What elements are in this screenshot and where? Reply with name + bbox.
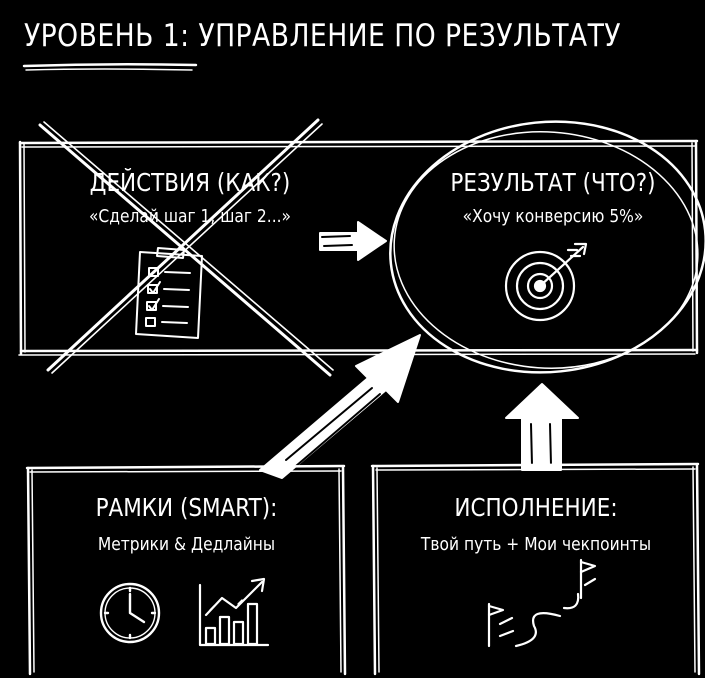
result-subtext: «Хочу конверсию 5%» [462, 206, 644, 227]
arrow-right-icon [319, 221, 387, 261]
title-underline [22, 62, 198, 71]
growth-chart-icon [198, 577, 270, 647]
frames-heading: РАМКИ (SMART): [95, 493, 278, 522]
path-flags-icon [487, 558, 597, 648]
execution-subtext: Твой путь + Мои чекпоинты [420, 534, 652, 555]
result-heading: РЕЗУЛЬТАТ (ЧТО?) [450, 168, 656, 197]
result-highlight-circle [389, 120, 705, 374]
frames-box [25, 464, 347, 676]
top-box [18, 139, 699, 356]
actions-heading: ДЕЙСТВИЯ (КАК?) [89, 168, 291, 197]
execution-heading: ИСПОЛНЕНИЕ: [454, 493, 618, 522]
actions-subtext: «Сделай шаг 1, шаг 2...» [88, 206, 292, 227]
target-icon [504, 242, 588, 322]
clock-icon [99, 582, 161, 644]
execution-box [370, 462, 701, 676]
arrow-diagonal-icon [259, 334, 421, 479]
arrow-up-icon [505, 383, 579, 471]
checklist-icon [135, 247, 203, 339]
frames-subtext: Метрики & Дедлайны [97, 534, 276, 555]
page-title: УРОВЕНЬ 1: УПРАВЛЕНИЕ ПО РЕЗУЛЬТАТУ [24, 18, 621, 54]
